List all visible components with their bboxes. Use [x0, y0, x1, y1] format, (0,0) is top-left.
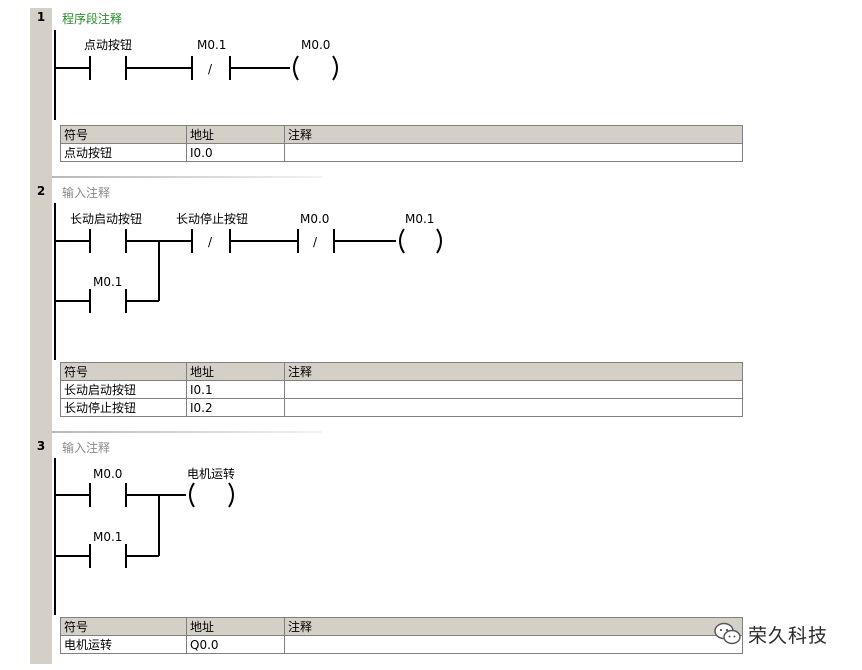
- network-comment[interactable]: 输入注释: [62, 186, 111, 200]
- comment-cell[interactable]: [284, 398, 743, 417]
- contact-label: 点动按钮: [84, 37, 132, 52]
- table-row[interactable]: 点动按钮 I0.0: [60, 143, 743, 162]
- contact-label: M0.1: [93, 275, 122, 289]
- contact-label: 长动启动按钮: [70, 211, 142, 226]
- address-cell[interactable]: I0.2: [186, 398, 285, 417]
- col-address[interactable]: 地址: [186, 125, 285, 144]
- network-comment[interactable]: 输入注释: [62, 441, 111, 455]
- symbol-cell[interactable]: 长动启动按钮: [60, 380, 187, 399]
- address-cell[interactable]: Q0.0: [186, 635, 285, 654]
- address-cell[interactable]: I0.0: [186, 143, 285, 162]
- symbol-table[interactable]: 符号 地址 注释 点动按钮 I0.0: [60, 125, 743, 162]
- comment-cell[interactable]: [284, 380, 743, 399]
- network-number: 3: [36, 439, 46, 453]
- comment-cell[interactable]: [284, 635, 743, 654]
- nc-slash: /: [313, 235, 318, 249]
- nc-slash: /: [208, 235, 213, 249]
- network-number: 1: [36, 10, 46, 24]
- col-address[interactable]: 地址: [186, 617, 285, 636]
- symbol-cell[interactable]: 电机运转: [60, 635, 187, 654]
- watermark: 荣久科技: [714, 619, 844, 649]
- table-row[interactable]: 长动停止按钮 I0.2: [60, 398, 743, 417]
- network-comment[interactable]: 程序段注释: [62, 12, 123, 26]
- contact-label: 长动停止按钮: [176, 211, 248, 226]
- col-symbol[interactable]: 符号: [60, 617, 187, 636]
- table-row[interactable]: 长动启动按钮 I0.1: [60, 380, 743, 399]
- symbol-cell[interactable]: 点动按钮: [60, 143, 187, 162]
- network-number: 2: [36, 184, 46, 198]
- watermark-text: 荣久科技: [748, 624, 829, 647]
- symbol-table[interactable]: 符号 地址 注释 电机运转 Q0.0: [60, 617, 743, 654]
- contact-label: M0.0: [300, 212, 329, 226]
- table-row[interactable]: 电机运转 Q0.0: [60, 635, 743, 654]
- col-comment[interactable]: 注释: [284, 362, 743, 381]
- nc-slash: /: [208, 62, 213, 76]
- contact-label: M0.1: [93, 530, 122, 544]
- contact-label: M0.0: [93, 467, 122, 481]
- contact-label: M0.1: [197, 38, 226, 52]
- network-divider: [52, 431, 322, 433]
- wechat-icon: [714, 622, 741, 645]
- coil-label: 电机运转: [187, 466, 235, 481]
- network-gutter: [30, 8, 52, 664]
- symbol-table[interactable]: 符号 地址 注释 长动启动按钮 I0.1 长动停止按钮 I0.2: [60, 362, 743, 417]
- col-comment[interactable]: 注释: [284, 125, 743, 144]
- coil-label: M0.1: [405, 212, 434, 226]
- col-comment[interactable]: 注释: [284, 617, 743, 636]
- coil-label: M0.0: [301, 38, 330, 52]
- col-symbol[interactable]: 符号: [60, 362, 187, 381]
- comment-cell[interactable]: [284, 143, 743, 162]
- network-divider: [52, 176, 322, 178]
